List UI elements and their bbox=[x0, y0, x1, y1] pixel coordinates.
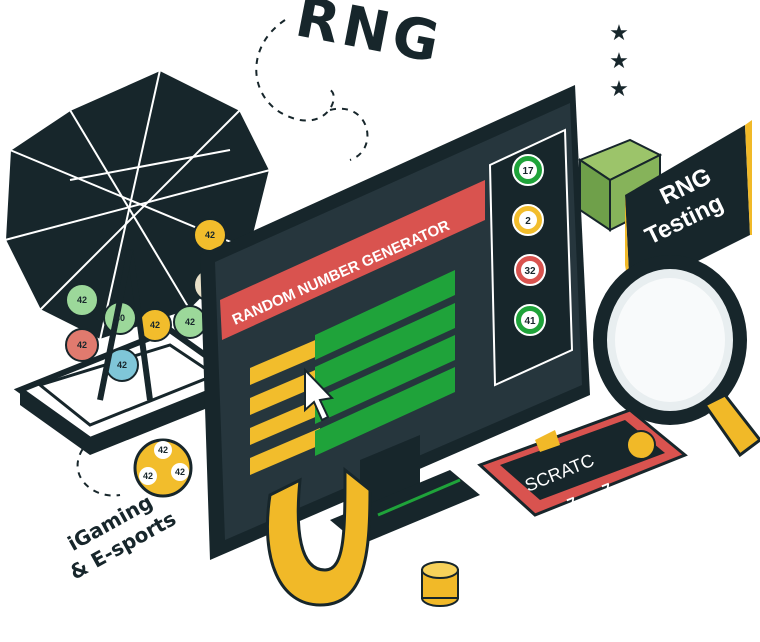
lottery-ball-number: 42 bbox=[143, 471, 153, 481]
dashed-curve-top bbox=[255, 19, 335, 122]
ball-number: 2 bbox=[525, 216, 531, 227]
cage-ball-number: 42 bbox=[117, 360, 127, 370]
scratch-card bbox=[477, 408, 688, 517]
monitor bbox=[200, 85, 590, 560]
cage-ball-number: 42 bbox=[185, 317, 195, 327]
ball-41: 41 bbox=[514, 304, 546, 336]
magnifier-icon bbox=[593, 255, 760, 458]
dashed-curve-mid bbox=[329, 107, 369, 161]
ball-number: 17 bbox=[522, 166, 534, 177]
stars-rating: ★ ★ ★ bbox=[604, 20, 634, 110]
cage-ball-number: 42 bbox=[77, 340, 87, 350]
cage-ball-number: 42 bbox=[205, 230, 215, 240]
ball-32: 32 bbox=[514, 254, 546, 286]
star-icon: ★ bbox=[609, 77, 629, 102]
cage-ball-number: 30 bbox=[115, 313, 125, 323]
ball-number: 32 bbox=[524, 266, 536, 277]
ball-number: 41 bbox=[524, 316, 536, 327]
screen-balls: 17 2 32 41 bbox=[512, 154, 546, 336]
lottery-ball-number: 42 bbox=[158, 445, 168, 455]
lottery-ball-front bbox=[133, 438, 193, 498]
cursor-icon bbox=[304, 367, 335, 422]
dashed-curve-left bbox=[76, 439, 121, 497]
cage-ball-number: 42 bbox=[150, 320, 160, 330]
ball-2: 2 bbox=[512, 204, 544, 236]
ball-17: 17 bbox=[512, 154, 544, 186]
star-icon: ★ bbox=[609, 21, 629, 46]
cage-ball-number: 42 bbox=[77, 295, 87, 305]
horseshoe-icon bbox=[265, 466, 372, 607]
rng-testing-sign bbox=[625, 120, 752, 295]
star-icon: ★ bbox=[609, 49, 629, 74]
coin-stack bbox=[421, 561, 459, 607]
lottery-ball-number: 42 bbox=[175, 467, 185, 477]
illustration: RANDOM NUMBER GENERATOR 17 2 32 41 RNG T… bbox=[3, 19, 760, 607]
